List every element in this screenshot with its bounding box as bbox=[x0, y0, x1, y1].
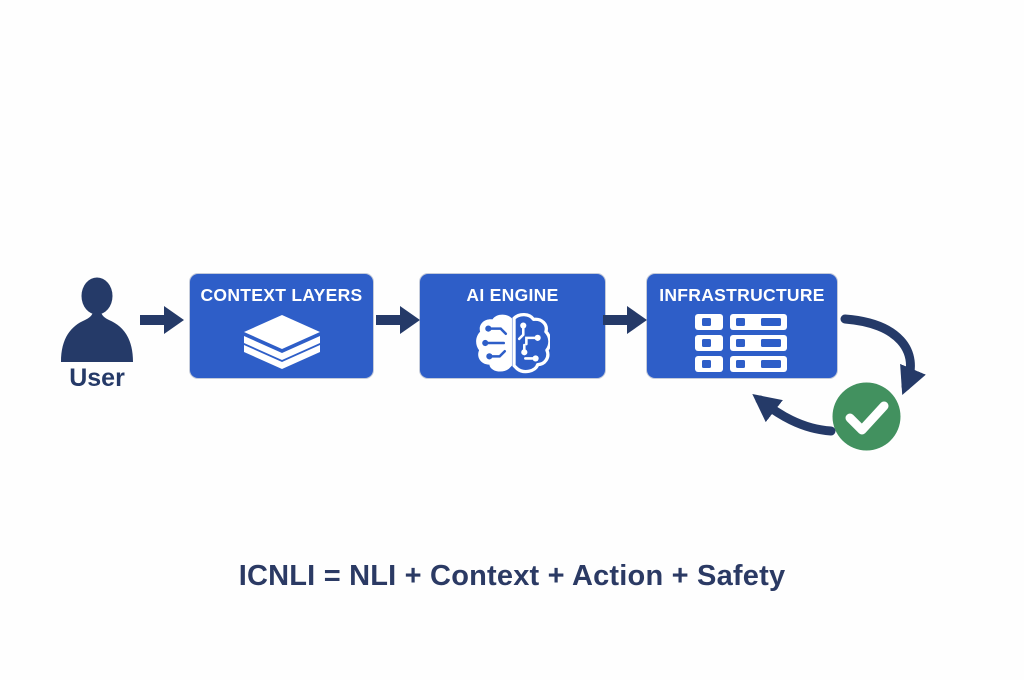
ai-engine-label: AI ENGINE bbox=[466, 285, 559, 305]
brain-circuit-icon bbox=[475, 308, 550, 378]
box-infrastructure: INFRASTRUCTURE bbox=[647, 274, 837, 378]
check-circle-icon bbox=[832, 382, 901, 451]
curved-arrow-return-icon bbox=[752, 394, 836, 436]
infrastructure-label: INFRASTRUCTURE bbox=[659, 285, 825, 305]
box-ai-engine: AI ENGINE bbox=[420, 274, 605, 378]
box-context-layers: CONTEXT LAYERS bbox=[190, 274, 373, 378]
user-label: User bbox=[69, 364, 125, 392]
flow-arrow-icon bbox=[603, 306, 647, 334]
user-node: User bbox=[56, 276, 138, 392]
user-icon bbox=[56, 277, 138, 366]
layers-icon bbox=[243, 308, 320, 378]
server-rack-icon bbox=[695, 308, 789, 378]
flow-arrow-icon bbox=[140, 306, 184, 334]
curved-arrow-down-icon bbox=[840, 314, 926, 396]
flow-arrow-icon bbox=[376, 306, 420, 334]
formula-text: ICNLI = NLI + Context + Action + Safety bbox=[238, 560, 786, 592]
context-layers-label: CONTEXT LAYERS bbox=[200, 285, 363, 305]
